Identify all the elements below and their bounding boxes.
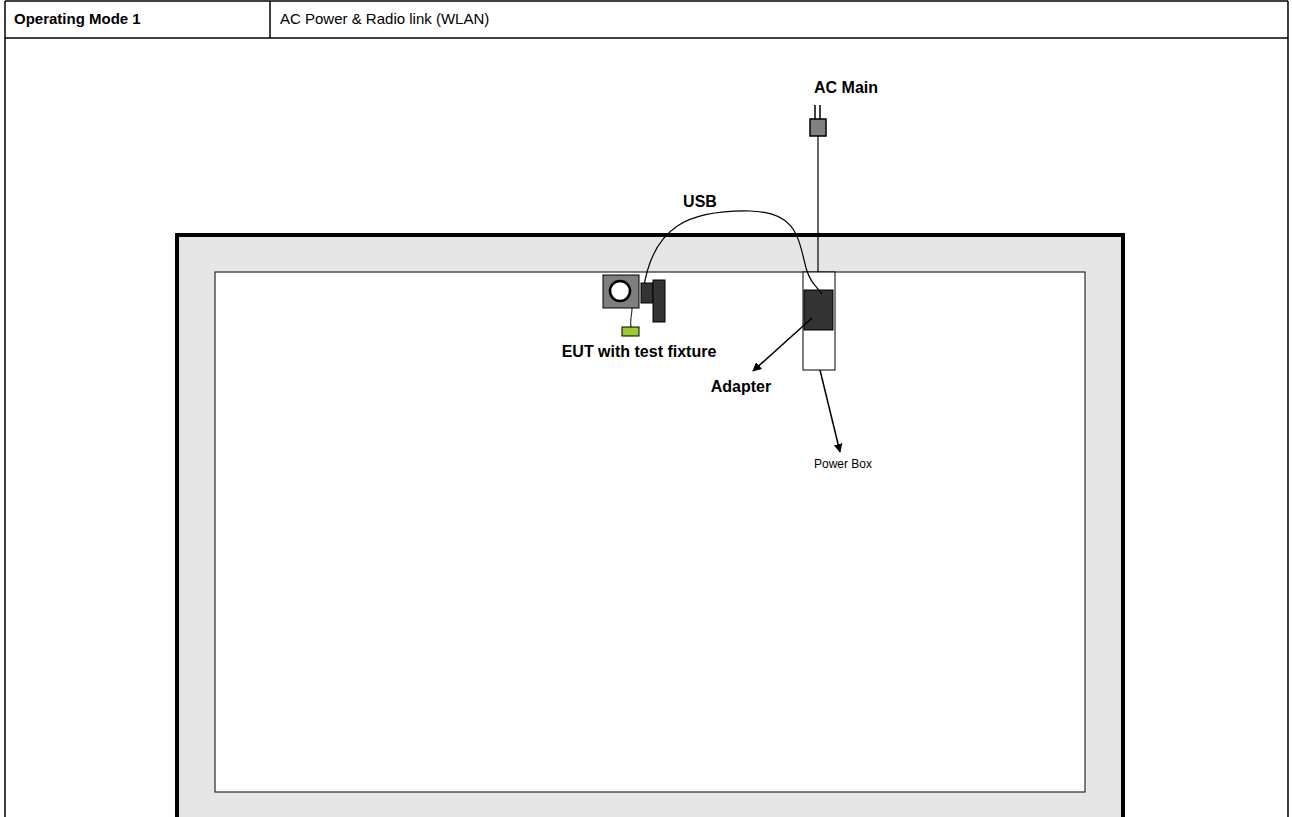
eut-fixture (603, 275, 665, 336)
ac-plug (810, 105, 826, 136)
test-table-frame (177, 235, 1123, 817)
part-label: Adapter (711, 378, 771, 396)
adapter-leader (753, 318, 812, 371)
test-table-top (215, 272, 1085, 792)
cable-label: USB (683, 193, 717, 211)
part-label: EUT with test fixture (562, 343, 717, 361)
adapter (804, 290, 833, 330)
part-label: AC Main (814, 79, 878, 97)
ac-cord (817, 136, 818, 290)
header-cell: AC Power & Radio link (WLAN) (280, 10, 489, 27)
part-label: Power Box (814, 458, 872, 472)
usb-cable (643, 211, 822, 294)
header-cell: Operating Mode 1 (14, 10, 141, 27)
power-box-leader (820, 370, 840, 452)
